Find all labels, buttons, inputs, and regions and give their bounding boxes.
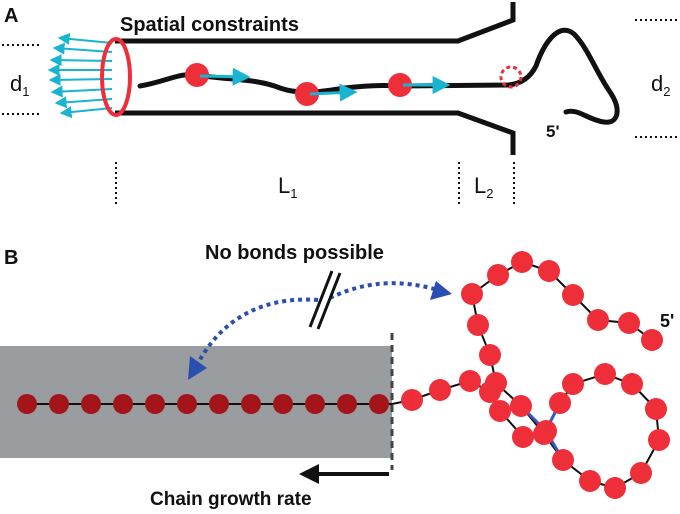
- tunnel-bead: [305, 394, 325, 414]
- external-bead: [562, 284, 584, 306]
- external-bead: [510, 395, 532, 417]
- panel-b-5prime-label: 5': [660, 311, 674, 331]
- tunnel-bottom-wall: [115, 110, 516, 155]
- external-bead: [535, 420, 557, 442]
- external-bead: [538, 260, 560, 282]
- external-bead: [479, 344, 501, 366]
- residue-bead-2: [295, 82, 319, 106]
- tunnel-top-wall: [115, 2, 516, 44]
- external-bead: [594, 363, 616, 385]
- d1-label: d1: [10, 71, 29, 99]
- exit-ring: [100, 37, 132, 117]
- external-bead: [604, 477, 626, 499]
- blue-arrow-right: [329, 281, 439, 300]
- external-bead: [587, 309, 609, 331]
- external-bead: [459, 370, 481, 392]
- no-bonds-label: No bonds possible: [205, 242, 384, 264]
- external-bead: [552, 449, 574, 471]
- tunnel-bead: [337, 394, 357, 414]
- tunnel-bead: [241, 394, 261, 414]
- tunnel-beads: [17, 394, 389, 414]
- panel-b: B No bonds possible: [0, 242, 674, 510]
- external-bead: [487, 264, 509, 286]
- external-bead: [630, 462, 652, 484]
- external-bead: [562, 373, 584, 395]
- tunnel-bead: [177, 394, 197, 414]
- break-mark-line-1: [308, 270, 334, 328]
- tunnel-bead: [145, 394, 165, 414]
- blue-arrow-left: [194, 297, 319, 368]
- residue-arrow-2: [309, 83, 358, 102]
- panel-b-letter: B: [4, 247, 18, 269]
- exit-site-marker: [499, 65, 523, 89]
- blue-arrow-left-head: [188, 356, 207, 380]
- residue-arrow-1: [199, 67, 251, 86]
- external-bead: [401, 389, 423, 411]
- tunnel-bead: [113, 394, 133, 414]
- l2-label: L2: [474, 173, 493, 201]
- tunnel-bead: [209, 394, 229, 414]
- residue-bead-1: [185, 63, 209, 87]
- external-bead: [489, 400, 511, 422]
- tunnel-bead: [273, 394, 293, 414]
- tunnel-bead: [17, 394, 37, 414]
- external-bead: [648, 429, 670, 451]
- panel-a-5prime-label: 5': [546, 122, 560, 141]
- chain-growth-label: Chain growth rate: [150, 489, 312, 510]
- tunnel-bead: [49, 394, 69, 414]
- residue-bead-3: [388, 73, 412, 97]
- blue-arrow-right-head: [430, 281, 452, 300]
- external-bead: [645, 398, 667, 420]
- d2-label: d2: [651, 71, 670, 99]
- panel-a-letter: A: [4, 5, 18, 27]
- external-bead: [579, 470, 601, 492]
- tunnel-bead: [369, 394, 389, 414]
- external-bead: [511, 251, 533, 273]
- external-beads: [401, 251, 670, 499]
- external-bead: [549, 392, 571, 414]
- external-bead: [461, 283, 483, 305]
- external-bead: [512, 426, 534, 448]
- external-bead: [621, 373, 643, 395]
- external-bead: [641, 329, 663, 351]
- external-bead: [467, 314, 489, 336]
- spatial-constraints-label: Spatial constraints: [120, 14, 299, 36]
- panel-a: A Spatial constraints d1 d2: [2, 2, 678, 206]
- tunnel-bead: [81, 394, 101, 414]
- break-mark-line-2: [316, 272, 342, 330]
- external-bead: [429, 379, 451, 401]
- l1-label: L1: [278, 173, 297, 201]
- external-bead: [618, 312, 640, 334]
- external-bead: [479, 381, 501, 403]
